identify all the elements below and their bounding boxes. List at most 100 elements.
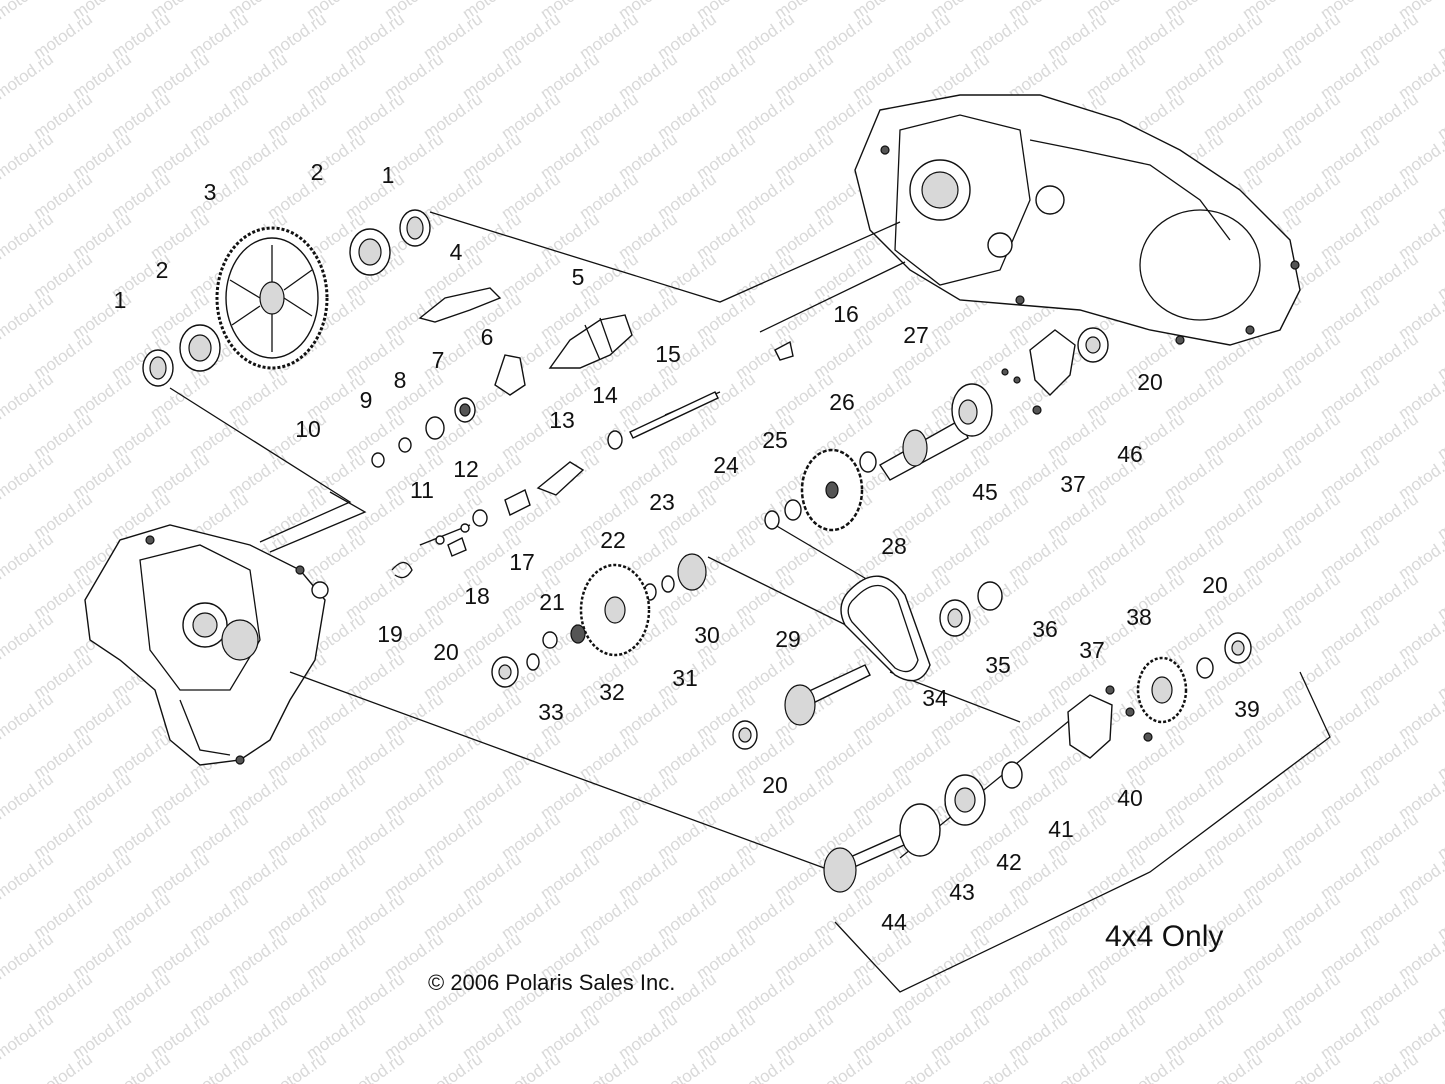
chain-34 <box>840 575 931 682</box>
shift-drum-5 <box>548 314 633 369</box>
bracket-16 <box>774 340 794 361</box>
shift-plate-4 <box>418 287 502 323</box>
label-20d: 20 <box>1202 572 1228 598</box>
label-9: 9 <box>360 387 373 413</box>
label-25: 25 <box>762 427 788 453</box>
shift-fork-13 <box>536 461 585 496</box>
label-11: 11 <box>410 477 434 503</box>
label-13: 13 <box>549 407 575 433</box>
label-32: 32 <box>599 679 625 705</box>
label-36: 36 <box>1032 616 1058 642</box>
note-4x4-only: 4x4 Only <box>1105 920 1223 953</box>
assembly-lines <box>169 211 1331 993</box>
plate-6 <box>494 354 526 396</box>
watermark-text: motod.ru <box>0 369 57 423</box>
label-20a: 20 <box>1137 369 1163 395</box>
label-21: 21 <box>539 589 565 615</box>
washer-12 <box>472 509 488 527</box>
label-19: 19 <box>377 621 403 647</box>
label-22: 22 <box>600 527 626 553</box>
main-housing <box>854 94 1301 346</box>
label-16: 16 <box>833 301 859 327</box>
watermark-text: motod.ru <box>0 1009 57 1063</box>
watermark-text: motod.ru <box>108 1049 174 1084</box>
watermark-text: motod.ru <box>0 129 57 183</box>
watermark-text: motod.ru <box>0 609 57 663</box>
watermark-text: motod.ru <box>0 529 57 583</box>
bolt-37-lower <box>1105 685 1115 695</box>
label-27: 27 <box>903 322 929 348</box>
label-20c: 20 <box>762 772 788 798</box>
label-43: 43 <box>949 879 975 905</box>
label-5: 5 <box>572 264 585 290</box>
label-35: 35 <box>985 652 1011 678</box>
washer-21 <box>542 631 558 649</box>
label-20b: 20 <box>433 639 459 665</box>
watermark-text: motod.ru <box>1278 1049 1344 1084</box>
watermark-text: motod.ru <box>0 49 57 103</box>
label-30: 30 <box>694 622 720 648</box>
bolt-37-upper <box>1032 405 1042 415</box>
label-23: 23 <box>649 489 675 515</box>
label-29: 29 <box>775 626 801 652</box>
spring-17 <box>504 489 531 516</box>
bearing-32 <box>570 624 586 644</box>
ring-41 <box>1001 761 1023 789</box>
shaft-15 <box>629 391 719 439</box>
watermark-text: motod.ru <box>1122 1049 1188 1084</box>
label-1b: 1 <box>114 287 127 313</box>
watermark-text: motod.ru <box>1200 1049 1266 1084</box>
cover-housing <box>84 524 329 766</box>
label-15: 15 <box>655 341 681 367</box>
bearing-26 <box>859 451 877 473</box>
ball-11b <box>460 523 470 533</box>
watermark-text: motod.ru <box>966 1049 1032 1084</box>
label-33: 33 <box>538 699 564 725</box>
detent-18 <box>447 537 467 557</box>
bearing-14 <box>607 430 623 450</box>
watermark-text: motod.ru <box>264 1049 330 1084</box>
watermark-text: motod.ru <box>0 929 57 983</box>
watermark-text: motod.ru <box>732 1049 798 1084</box>
label-24: 24 <box>713 452 739 478</box>
watermark-text: motod.ru <box>810 1049 876 1084</box>
label-41: 41 <box>1048 816 1074 842</box>
label-2a: 2 <box>311 159 324 185</box>
watermark-text: motod.ru <box>0 849 57 903</box>
label-26: 26 <box>829 389 855 415</box>
label-28: 28 <box>881 533 907 559</box>
watermark-text: motod.ru <box>186 1049 252 1084</box>
watermark-text: motod.ru <box>1044 1049 1110 1084</box>
label-39: 39 <box>1234 696 1260 722</box>
plate-46 <box>1029 329 1076 396</box>
watermark-text: motod.ru <box>498 1049 564 1084</box>
watermark-text: motod.ru <box>0 0 57 23</box>
washer-25 <box>784 499 802 521</box>
label-8: 8 <box>394 367 407 393</box>
label-38: 38 <box>1126 604 1152 630</box>
pinion-44 <box>823 834 905 893</box>
label-4: 4 <box>450 239 463 265</box>
watermark-text: motod.ru <box>0 289 57 343</box>
watermark-text: motod.ru <box>342 1049 408 1084</box>
hub-30 <box>677 553 707 591</box>
shaft-27 <box>878 419 969 481</box>
spring-19 <box>391 561 413 579</box>
watermark-text: motod.ru <box>576 1049 642 1084</box>
large-gear-3 <box>215 226 329 370</box>
watermark-text: motod.ru <box>420 1049 486 1084</box>
part-labels: 1 1 2 2 3 4 5 6 7 8 9 10 11 12 13 14 15 … <box>114 159 1260 935</box>
label-10: 10 <box>295 416 321 442</box>
shaft-29 <box>784 664 871 726</box>
label-17: 17 <box>509 549 535 575</box>
watermark-text: motod.ru <box>654 1049 720 1084</box>
seal-36 <box>977 581 1003 611</box>
watermark-text: motod.ru <box>0 769 57 823</box>
plate-40 <box>1067 694 1113 759</box>
ball-11a <box>435 535 445 545</box>
label-42: 42 <box>996 849 1022 875</box>
watermark-text: motod.ru <box>1356 1049 1422 1084</box>
washer-9 <box>398 437 412 453</box>
washer-8 <box>425 416 445 440</box>
